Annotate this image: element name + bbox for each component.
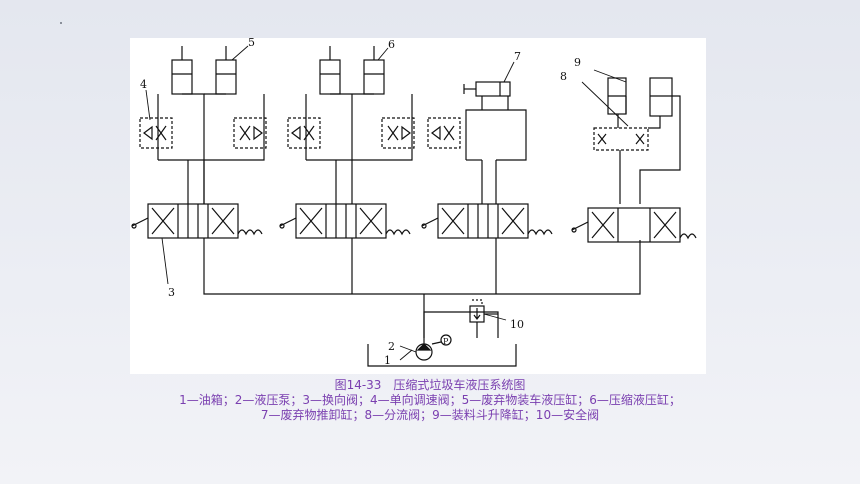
label-1: 1 [384,354,391,367]
label-5: 5 [248,38,255,49]
label-6: 6 [388,38,395,51]
circuit-group-4 [571,77,697,243]
leader-lines [145,45,629,361]
directional-valve-2 [295,203,387,239]
figure-caption: 图14-33 压缩式垃圾车液压系统图 1—油箱；2—液压泵；3—换向阀；4—单向… [0,378,860,423]
push-cylinder-7 [475,81,511,97]
label-3: 3 [168,286,175,299]
directional-valve-3b [437,203,529,239]
figure-legend-line-1: 1—油箱；2—液压泵；3—换向阀；4—单向调速阀；5—废弃物装车液压缸；6—压缩… [179,393,681,407]
cylinder-5b [215,59,237,95]
check-throttle-valve-1b [233,117,267,149]
label-2: 2 [388,340,395,353]
cylinder-6b [363,59,385,95]
figure-title: 图14-33 压缩式垃圾车液压系统图 [334,378,526,392]
cylinder-5a [171,59,193,95]
component-labels: 1 2 3 4 5 6 7 8 9 10 P [140,38,581,367]
figure-legend-line-2: 7—废弃物推卸缸；8—分流阀；9—装料斗升降缸；10—安全阀 [260,408,600,422]
hydraulic-diagram: 1 2 3 4 5 6 7 8 9 10 P [130,38,706,374]
pump-unit [367,299,517,367]
check-throttle-valve-2b [381,117,415,149]
circuit-group-2 [279,46,415,239]
flow-divider-valve-8 [593,127,649,151]
check-throttle-valve-3 [427,117,461,149]
cylinder-6a [319,59,341,95]
directional-valve-3 [147,203,239,239]
label-10: 10 [510,318,524,331]
label-9: 9 [574,56,581,69]
check-throttle-valve-2a [287,117,321,149]
lift-cylinder-9b [649,77,673,117]
main-pressure-line [203,238,641,338]
decorative-dot [60,22,62,24]
label-7: 7 [514,50,521,63]
pressure-gauge [440,334,452,346]
label-pressure-gauge: P [443,337,449,346]
label-8: 8 [560,70,567,83]
check-throttle-valve-1a [139,117,173,149]
hydraulic-schematic-svg: 1 2 3 4 5 6 7 8 9 10 P [131,38,697,367]
circuit-group-3 [421,81,553,239]
directional-valve-4 [587,207,681,243]
circuit-group-1 [131,46,267,239]
label-4: 4 [140,78,147,91]
